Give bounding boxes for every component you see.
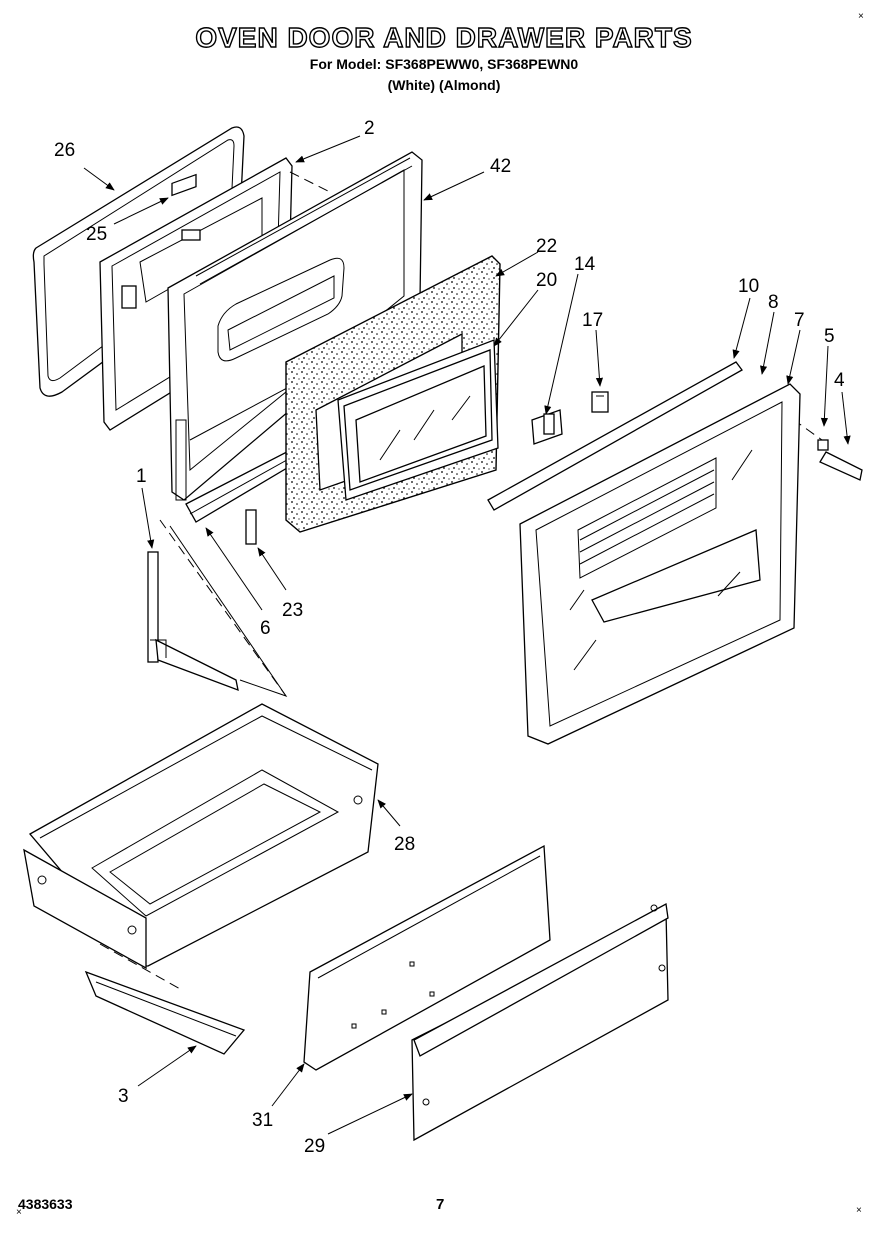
callout-10: 10	[738, 276, 759, 297]
callout-5: 5	[824, 326, 835, 347]
part-20-glass-pack	[337, 339, 499, 501]
callout-17: 17	[582, 310, 603, 331]
page-title: OVEN DOOR AND DRAWER PARTS	[195, 21, 693, 53]
callout-4: 4	[834, 370, 845, 391]
callout-2: 2	[364, 118, 375, 139]
part-29-kick-panel	[411, 902, 669, 1142]
callout-8: 8	[768, 292, 779, 313]
part-17-clip	[591, 391, 609, 413]
part-4-handle	[817, 439, 863, 481]
part-31-drawer-front	[303, 844, 551, 1071]
callout-3: 3	[118, 1086, 129, 1107]
callout-26: 26	[54, 140, 75, 161]
callout-20: 20	[536, 270, 557, 291]
callout-22: 22	[536, 236, 557, 257]
callout-29: 29	[304, 1136, 325, 1157]
callout-1: 1	[136, 466, 147, 487]
part-3-drawer-rail	[84, 970, 246, 1055]
corner-mark-top-right: ×	[858, 11, 864, 22]
model-line: For Model: SF368PEWW0, SF368PEWN0	[309, 56, 579, 72]
callout-25: 25	[86, 224, 107, 245]
callout-31: 31	[252, 1110, 273, 1131]
callout-6: 6	[260, 618, 271, 639]
part-7-outer-door	[519, 383, 801, 745]
callout-42: 42	[490, 156, 511, 177]
callout-14: 14	[574, 254, 596, 275]
part-10-top-trim	[487, 361, 743, 511]
page-number: 7	[436, 1196, 445, 1213]
part-28-drawer	[23, 703, 379, 970]
corner-mark-bottom-left: ×	[16, 1207, 22, 1218]
corner-mark-bottom-right: ×	[856, 1205, 862, 1216]
callout-23: 23	[282, 600, 303, 621]
part-1-hinge	[147, 551, 239, 692]
document-number: 4383633	[18, 1196, 73, 1212]
color-line: (White) (Almond)	[387, 77, 501, 93]
callout-28: 28	[394, 834, 415, 855]
part-25-clip	[171, 173, 197, 197]
part-14-bracket	[531, 409, 563, 445]
callout-7: 7	[794, 310, 805, 331]
callout-leaders	[83, 135, 851, 1135]
part-23-bracket	[245, 509, 257, 545]
